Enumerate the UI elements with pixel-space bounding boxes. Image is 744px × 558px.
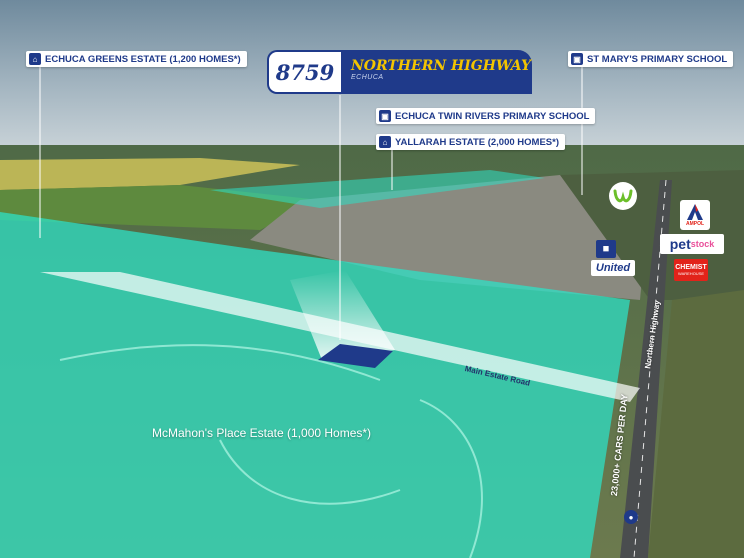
title-right-panel: NORTHERN HIGHWAY ECHUCA: [341, 50, 532, 94]
chemist-warehouse-logo: CHEMIST WAREHOUSE: [674, 259, 708, 281]
petstock-logo: pet stock: [660, 234, 724, 254]
callout-twin-rivers-label: ECHUCA TWIN RIVERS PRIMARY SCHOOL: [395, 110, 590, 122]
united-logo: United: [591, 260, 635, 276]
school-icon: ▣: [571, 53, 583, 65]
callout-yallarah: ⌂ YALLARAH ESTATE (2,000 HOMES*): [376, 134, 565, 150]
callout-st-marys: ▣ ST MARY'S PRIMARY SCHOOL: [568, 51, 734, 67]
callout-st-marys-label: ST MARY'S PRIMARY SCHOOL: [587, 53, 728, 65]
car-icon: ●: [624, 510, 638, 524]
chemist-label: CHEMIST: [675, 264, 707, 271]
petstock-pet-label: pet: [669, 236, 691, 252]
street-number: 8759: [267, 50, 341, 94]
property-title: 8759 NORTHERN HIGHWAY ECHUCA: [267, 50, 532, 94]
united-label: United: [595, 262, 631, 274]
street-name: NORTHERN HIGHWAY: [351, 58, 531, 74]
house-icon: ⌂: [29, 53, 41, 65]
estate-label: McMahon's Place Estate (1,000 Homes*): [152, 426, 372, 440]
callout-echuca-greens: ⌂ ECHUCA GREENS ESTATE (1,200 HOMES*): [26, 51, 247, 67]
callout-echuca-greens-label: ECHUCA GREENS ESTATE (1,200 HOMES*): [45, 53, 241, 65]
woolworths-logo: [609, 182, 637, 210]
house-icon: ⌂: [379, 136, 391, 148]
chemist-sub-label: WAREHOUSE: [677, 271, 705, 276]
callout-yallarah-label: YALLARAH ESTATE (2,000 HOMES*): [395, 136, 559, 148]
petstock-stock-label: stock: [690, 239, 715, 249]
school-icon: ▣: [379, 110, 391, 122]
callout-twin-rivers: ▣ ECHUCA TWIN RIVERS PRIMARY SCHOOL: [376, 108, 596, 124]
suburb: ECHUCA: [351, 74, 384, 81]
ampol-label: AMPOL: [685, 221, 705, 227]
ampol-logo: AMPOL: [680, 200, 710, 230]
hotel-icon: ■: [596, 240, 616, 258]
